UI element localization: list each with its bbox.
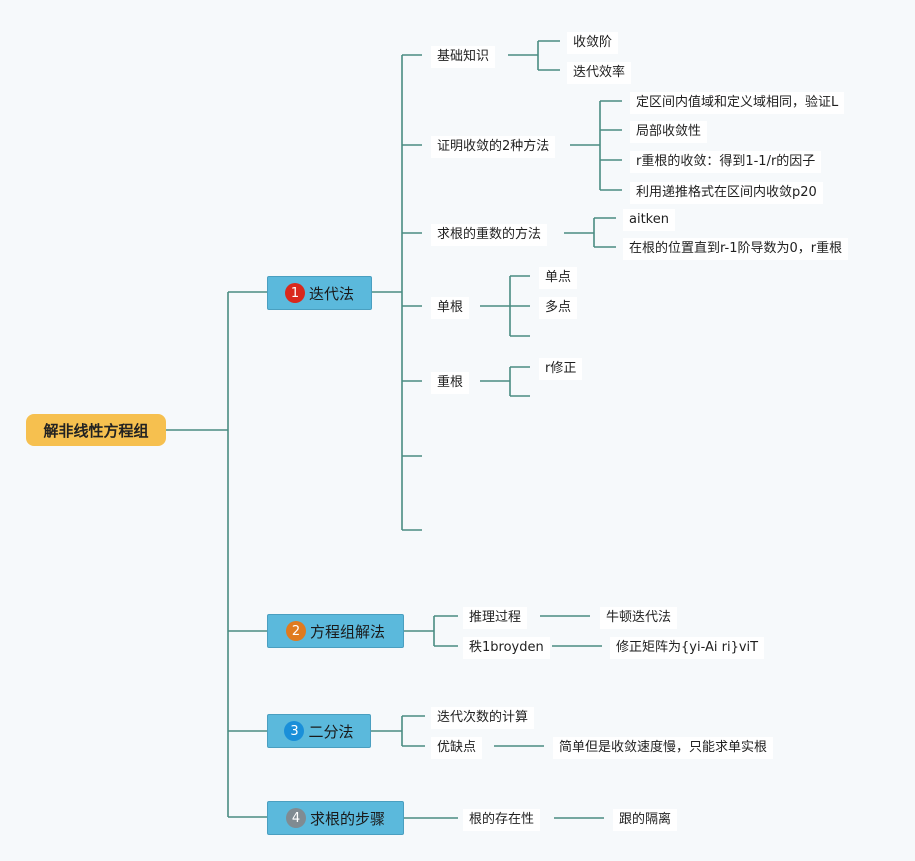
- number-badge-1: 1: [284, 283, 305, 303]
- number-badge-4: 4: [285, 808, 306, 828]
- leaf-iteration-efficiency[interactable]: 迭代效率: [567, 62, 632, 84]
- topic-multiplicity[interactable]: 求根的重数的方法: [431, 224, 548, 246]
- branch-label: 二分法: [308, 722, 354, 741]
- topic-iteration-count[interactable]: 迭代次数的计算: [431, 707, 535, 729]
- leaf-correction-matrix[interactable]: 修正矩阵为{yi-Ai ri}viT: [610, 637, 765, 659]
- topic-basics[interactable]: 基础知识: [431, 46, 496, 68]
- root-node[interactable]: 解非线性方程组: [26, 414, 166, 446]
- leaf-pros-cons-detail[interactable]: 简单但是收敛速度慢，只能求单实根: [553, 737, 774, 759]
- topic-multiple-root[interactable]: 重根: [431, 372, 470, 394]
- branch-bisection[interactable]: 3 二分法: [267, 714, 371, 748]
- root-label: 解非线性方程组: [43, 421, 149, 440]
- branch-iteration-method[interactable]: 1 迭代法: [267, 276, 372, 310]
- branch-label: 求根的步骤: [309, 809, 385, 828]
- branch-label: 迭代法: [308, 284, 354, 303]
- leaf-proof-4[interactable]: 利用递推格式在区间内收敛p20: [630, 182, 823, 204]
- leaf-proof-2[interactable]: 局部收敛性: [630, 121, 708, 143]
- leaf-convergence-order[interactable]: 收敛阶: [567, 32, 619, 54]
- topic-derivation[interactable]: 推理过程: [463, 607, 528, 629]
- topic-root-existence[interactable]: 根的存在性: [463, 809, 541, 831]
- leaf-proof-3[interactable]: r重根的收敛：得到1-1/r的因子: [630, 151, 822, 173]
- leaf-r-correction[interactable]: r修正: [539, 358, 583, 380]
- number-badge-3: 3: [284, 721, 305, 741]
- leaf-proof-1[interactable]: 定区间内值域和定义域相同，验证L: [630, 92, 845, 114]
- branch-root-steps[interactable]: 4 求根的步骤: [267, 801, 404, 835]
- branch-system-solution[interactable]: 2 方程组解法: [267, 614, 404, 648]
- topic-convergence-proof[interactable]: 证明收敛的2种方法: [431, 136, 556, 158]
- branch-label: 方程组解法: [309, 622, 385, 641]
- leaf-aitken[interactable]: aitken: [623, 209, 675, 231]
- leaf-derivative-zero[interactable]: 在根的位置直到r-1阶导数为0，r重根: [623, 238, 849, 260]
- topic-broyden[interactable]: 秩1broyden: [463, 637, 550, 659]
- topic-pros-cons[interactable]: 优缺点: [431, 737, 483, 759]
- number-badge-2: 2: [285, 621, 306, 641]
- topic-simple-root[interactable]: 单根: [431, 297, 470, 319]
- leaf-multi-point[interactable]: 多点: [539, 297, 578, 319]
- leaf-root-isolation[interactable]: 跟的隔离: [613, 809, 678, 831]
- leaf-newton[interactable]: 牛顿迭代法: [600, 607, 678, 629]
- leaf-single-point[interactable]: 单点: [539, 267, 578, 289]
